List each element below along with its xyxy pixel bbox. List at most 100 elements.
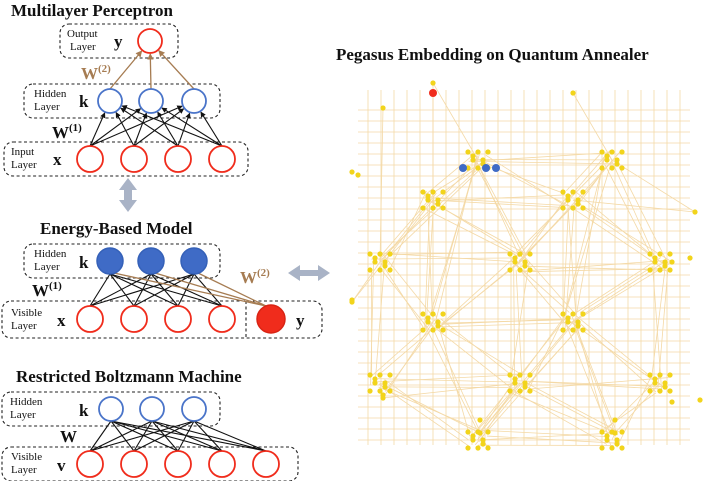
pegasus-qubit [522,380,528,386]
mlp-output-box [59,23,179,59]
pegasus-qubit [382,259,388,265]
rbm-visible-node [76,450,104,478]
pegasus-coupler [510,262,530,381]
mlp-w2-edge [109,50,143,90]
pegasus-coupler [579,266,653,313]
pegasus-coupler [611,159,696,213]
pegasus-qubit [527,267,533,273]
mlp-w1-edge [200,111,223,147]
pegasus-qubit [512,376,518,382]
pegasus-coupler [522,380,620,433]
pegasus-qubit [609,445,615,451]
ebm-visible-label-2: Layer [11,320,37,332]
pegasus-qubit [470,437,476,443]
pegasus-coupler [374,264,385,381]
pegasus-qubit [470,157,476,163]
pegasus-qubit [430,311,436,317]
pegasus-qubit [485,429,491,435]
pegasus-qubit [657,251,663,257]
ebm-w2-edge [113,272,267,307]
ebm-visible-box [1,300,323,339]
pegasus-qubits [349,80,703,451]
mlp-hidden-label: Hidden [34,88,67,100]
rbm-edge [89,420,112,452]
pegasus-qubit [440,205,446,211]
pegasus-qubit [599,429,605,435]
mlp-w1-edge [161,107,223,147]
pegasus-qubit [367,251,373,257]
pegasus-qubit [612,430,618,436]
pegasus-coupler [568,205,668,272]
pegasus-qubit [465,445,471,451]
rbm-edge [110,420,179,452]
pegasus-qubit [382,380,388,386]
rbm-visible-node [252,450,280,478]
pegasus-coupler [614,382,661,434]
pegasus-qubit [425,315,431,321]
pegasus-qubit [669,399,675,405]
ebm-w1-edge [133,273,152,307]
pegasus-qubit [662,384,668,390]
pegasus-coupler [351,261,381,303]
pegasus-qubit [517,251,523,257]
pegasus-coupler [564,321,611,435]
pegasus-coupler [566,197,578,327]
mlp-input-node [120,145,148,173]
rbm-visible-label-2: Layer [11,464,37,476]
pegasus-coupler [566,150,604,192]
pegasus-qubit [377,267,383,273]
mlp-w2-edge [147,53,154,90]
pegasus-qubit [575,201,581,207]
pegasus-qubit [420,311,426,317]
pegasus-qubit [570,189,576,195]
rbm-edge [110,420,267,452]
pegasus-qubit [387,267,393,273]
pegasus-qubit [580,327,586,333]
ebm-visible-node [120,305,148,333]
pegasus-coupler [563,160,613,318]
pegasus-coupler [440,260,521,327]
pegasus-qubit [382,384,388,390]
ebm-w2-edge [197,272,267,307]
pegasus-coupler [572,92,613,161]
pegasus-coupler [520,268,663,273]
pegasus-coupler [468,160,617,165]
pegasus-coupler [378,386,484,433]
pegasus-coupler [478,374,518,435]
pegasus-qubit [647,267,653,273]
pegasus-qubit [440,311,446,317]
pegasus-qubit [560,311,566,317]
pegasus-qubit [435,197,441,203]
mlp-w1-label: W(1) [52,122,82,142]
pegasus-coupler [652,266,663,393]
mlp-hidden-var: k [79,92,89,111]
pegasus-qubit [475,165,481,171]
rbm-visible-node [208,450,236,478]
pegasus-coupler [519,259,668,272]
pegasus-coupler [569,257,661,317]
pegasus-coupler [378,383,469,447]
pegasus-qubit [425,197,431,203]
pegasus-qubit [604,157,610,163]
pegasus-qubit [485,445,491,451]
pegasus-qubit [470,153,476,159]
pegasus-coupler [424,196,431,331]
ebm-w1-edge [193,273,223,307]
pegasus-coupler [485,154,566,207]
pegasus-qubit [420,205,426,211]
pegasus-qubit [522,384,528,390]
pegasus-coupler [427,207,433,317]
pegasus-qubit [614,437,620,443]
pegasus-embedded-qubits [429,89,500,172]
pegasus-coupler [422,321,478,431]
pegasus-coupler [382,253,432,315]
mlp-w1-edge [133,108,185,147]
pegasus-qubit [652,259,658,265]
pegasus-coupler [513,262,570,313]
pegasus-qubit [580,311,586,317]
mlp-w1-edge [120,107,179,147]
pegasus-coupler [423,318,518,393]
rbm-visible-box [1,446,299,481]
pegasus-qubit [377,251,383,257]
mlp-input-var: x [53,150,62,169]
